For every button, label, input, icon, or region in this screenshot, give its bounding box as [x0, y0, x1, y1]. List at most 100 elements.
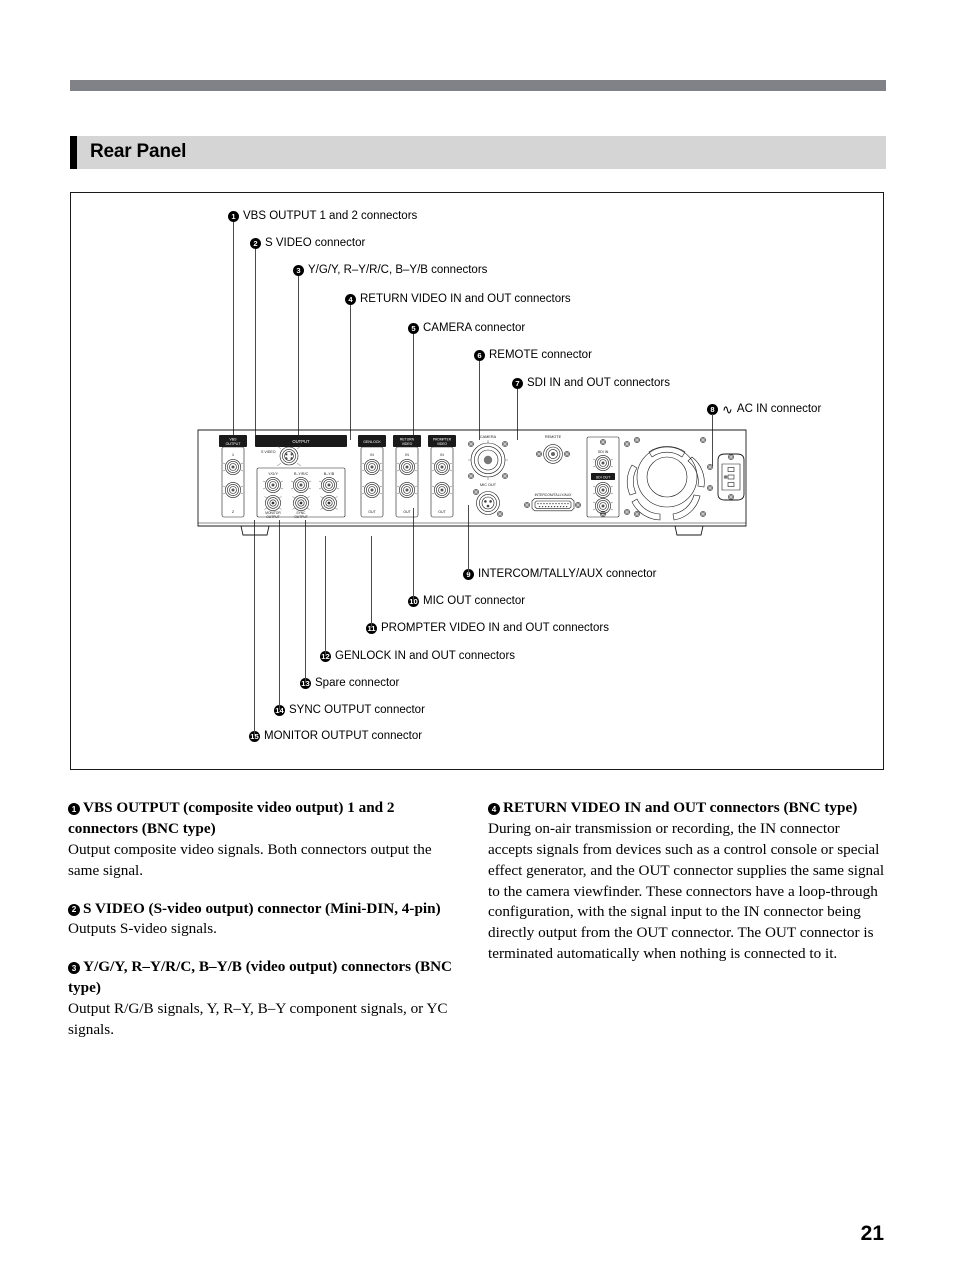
- callout-8: 8 ∿ AC IN connector: [707, 403, 821, 416]
- callout-number-6: 6: [474, 350, 485, 362]
- callout-9: 9 INTERCOM/TALLY/AUX connector: [463, 568, 657, 581]
- description-number-1: 1: [68, 803, 80, 816]
- leader-line-14: [279, 520, 280, 710]
- panel-label-return-video-2: VIDEO: [402, 442, 413, 446]
- description-number-4: 4: [488, 803, 500, 816]
- description-head-text-1: VBS OUTPUT (composite video output) 1 an…: [68, 799, 395, 837]
- callout-label-15: MONITOR OUTPUT connector: [264, 730, 423, 742]
- leader-line-3: [298, 276, 299, 440]
- leader-line-1: [233, 222, 234, 440]
- leader-line-7: [517, 389, 518, 440]
- figure-frame: [70, 192, 884, 770]
- leader-line-5: [413, 334, 414, 440]
- leader-line-8: [712, 414, 713, 466]
- panel-label-ryrc: R–Y/R/C: [294, 472, 309, 476]
- callout-label-12: GENLOCK IN and OUT connectors: [335, 650, 516, 662]
- callout-label-8: AC IN connector: [736, 402, 822, 415]
- callout-number-1: 1: [228, 211, 239, 223]
- panel-label-genlock-in: IN: [370, 453, 374, 457]
- callout-number-10: 10: [408, 596, 419, 608]
- description-number-2: 2: [68, 903, 80, 916]
- callout-7: 7 SDI IN and OUT connectors: [512, 377, 670, 390]
- panel-label-vbs-1: 1: [232, 452, 235, 457]
- panel-label-monitor-output-2: OUTPUT: [266, 515, 280, 519]
- rear-panel-illustration: .ln { fill:none; stroke:#1a1a1a; stroke-…: [197, 424, 747, 549]
- callout-2: 2 S VIDEO connector: [250, 237, 366, 250]
- panel-label-vbs-output-line2: OUTPUT: [226, 442, 242, 446]
- callout-1: 1 VBS OUTPUT 1 and 2 connectors: [228, 210, 417, 223]
- panel-label-sync-output-2: OUTPUT: [294, 515, 308, 519]
- callout-15: 15 MONITOR OUTPUT connector: [249, 730, 423, 743]
- leader-line-2: [255, 249, 256, 440]
- panel-label-vbs-output-line1: VBS: [229, 437, 237, 441]
- panel-label-sdi-out: SDI OUT: [596, 475, 611, 479]
- callout-6: 6 REMOTE connector: [474, 349, 592, 362]
- panel-label-prompter-2: VIDEO: [437, 442, 447, 446]
- page-title: Rear Panel: [90, 141, 187, 162]
- callout-number-15: 15: [249, 731, 260, 743]
- panel-label-genlock-out: OUT: [368, 510, 376, 514]
- callout-number-11: 11: [366, 623, 377, 635]
- description-body-1: Output composite video signals. Both con…: [68, 840, 432, 879]
- callout-number-8: 8: [707, 404, 718, 415]
- panel-label-return-in: IN: [405, 453, 409, 457]
- description-body-4: During on-air transmission or recording,…: [488, 819, 885, 963]
- callout-label-6: REMOTE connector: [489, 349, 592, 361]
- panel-label-vbs-2: 2: [232, 509, 235, 514]
- panel-label-return-video-1: RETURN: [400, 437, 415, 441]
- panel-label-monitor-output-1: MONITOR: [265, 511, 281, 515]
- callout-4: 4 RETURN VIDEO IN and OUT connectors: [345, 293, 571, 306]
- section-header: Rear Panel: [70, 136, 886, 169]
- description-head-text-2: S VIDEO (S-video output) connector (Mini…: [83, 899, 441, 917]
- callout-label-5: CAMERA connector: [423, 322, 526, 334]
- panel-label-return-out: OUT: [403, 510, 411, 514]
- callout-label-10: MIC OUT connector: [423, 595, 526, 607]
- leader-line-12: [325, 536, 326, 656]
- callout-label-2: S VIDEO connector: [265, 237, 366, 249]
- panel-label-yg-y: Y/G/Y: [268, 472, 278, 476]
- callout-label-9: INTERCOM/TALLY/AUX connector: [478, 568, 657, 580]
- callout-10: 10 MIC OUT connector: [408, 595, 526, 608]
- callout-label-13: Spare connector: [315, 677, 400, 689]
- panel-label-prompter-in: IN: [440, 453, 444, 457]
- callout-number-13: 13: [300, 678, 311, 690]
- page-number: 21: [860, 1222, 884, 1245]
- callout-number-2: 2: [250, 238, 261, 250]
- ac-tilde-icon: ∿: [722, 402, 733, 417]
- callout-number-5: 5: [408, 323, 419, 335]
- leader-line-9: [468, 505, 469, 574]
- description-head-text-4: RETURN VIDEO IN and OUT connectors (BNC …: [503, 799, 858, 816]
- panel-label-remote: REMOTE: [545, 435, 562, 439]
- callout-number-7: 7: [512, 378, 523, 390]
- callout-12: 12 GENLOCK IN and OUT connectors: [320, 650, 516, 663]
- callout-number-4: 4: [345, 294, 356, 306]
- leader-line-11: [371, 536, 372, 628]
- callout-3: 3 Y/G/Y, R–Y/R/C, B–Y/B connectors: [293, 264, 488, 277]
- callout-label-3: Y/G/Y, R–Y/R/C, B–Y/B connectors: [308, 264, 488, 276]
- callout-number-3: 3: [293, 265, 304, 277]
- description-body-3: Output R/G/B signals, Y, R–Y, B–Y compon…: [68, 1000, 448, 1039]
- description-body-2: Outputs S-video signals.: [68, 920, 217, 938]
- panel-label-s-video: S VIDEO: [261, 450, 276, 454]
- panel-label-byb: B–Y/B: [324, 472, 335, 476]
- description-number-3: 3: [68, 962, 80, 975]
- callout-number-12: 12: [320, 651, 331, 663]
- callout-number-14: 14: [274, 705, 285, 717]
- leader-line-15: [254, 520, 255, 736]
- panel-label-sdi-in: SDI IN: [598, 450, 609, 454]
- panel-label-prompter-out: OUT: [438, 510, 446, 514]
- callout-13: 13 Spare connector: [300, 677, 400, 690]
- callout-label-11: PROMPTER VIDEO IN and OUT connectors: [381, 622, 609, 634]
- leader-line-4: [350, 305, 351, 440]
- callout-label-7: SDI IN and OUT connectors: [527, 377, 670, 389]
- panel-label-sync-output-1: SYNC: [296, 511, 306, 515]
